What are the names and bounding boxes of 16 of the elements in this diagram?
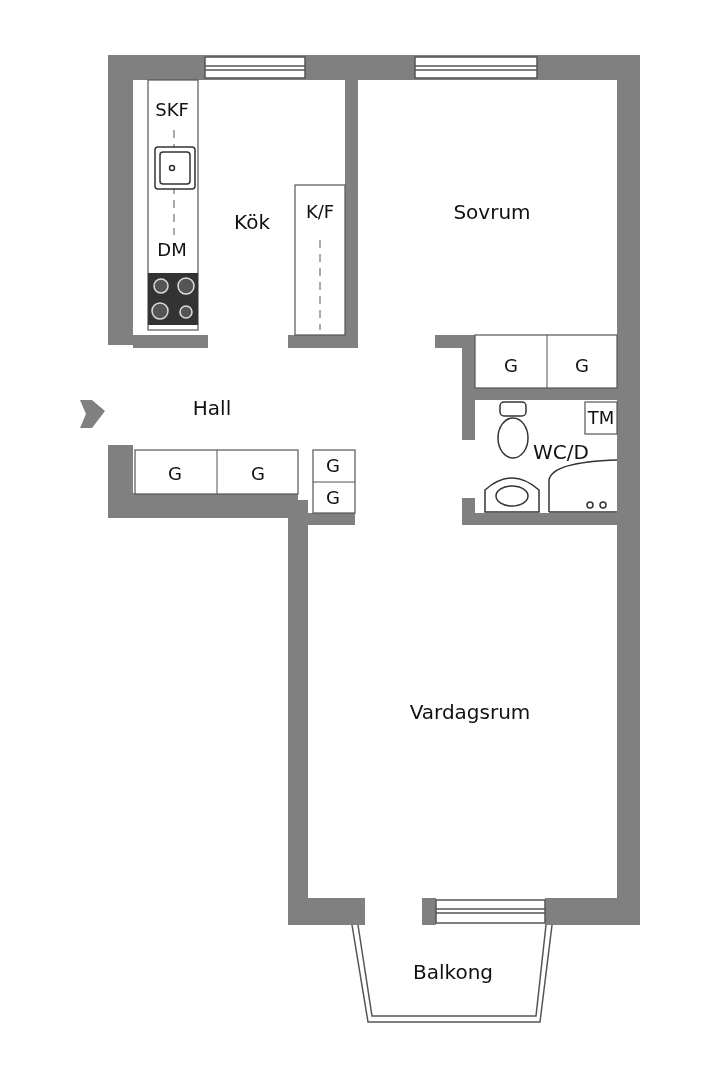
cabinet-label: G (504, 357, 518, 375)
room-name: Hall (192, 398, 232, 418)
cabinet-label: G (251, 465, 265, 483)
room-name: Vardagsrum (409, 702, 531, 722)
appliance-label: K/F (305, 203, 335, 221)
appliance-label: TM (587, 409, 615, 427)
cabinet-label: G (326, 457, 340, 475)
cabinet-label: G (326, 489, 340, 507)
appliance-label: DM (157, 241, 187, 259)
room-name: Kök (234, 212, 270, 232)
room-name: Sovrum (453, 202, 531, 222)
appliance-label: SKF (155, 101, 189, 119)
room-name: WC/D (533, 442, 589, 462)
cabinet-label: G (168, 465, 182, 483)
cabinet-label: G (575, 357, 589, 375)
room-name: Balkong (413, 962, 493, 982)
